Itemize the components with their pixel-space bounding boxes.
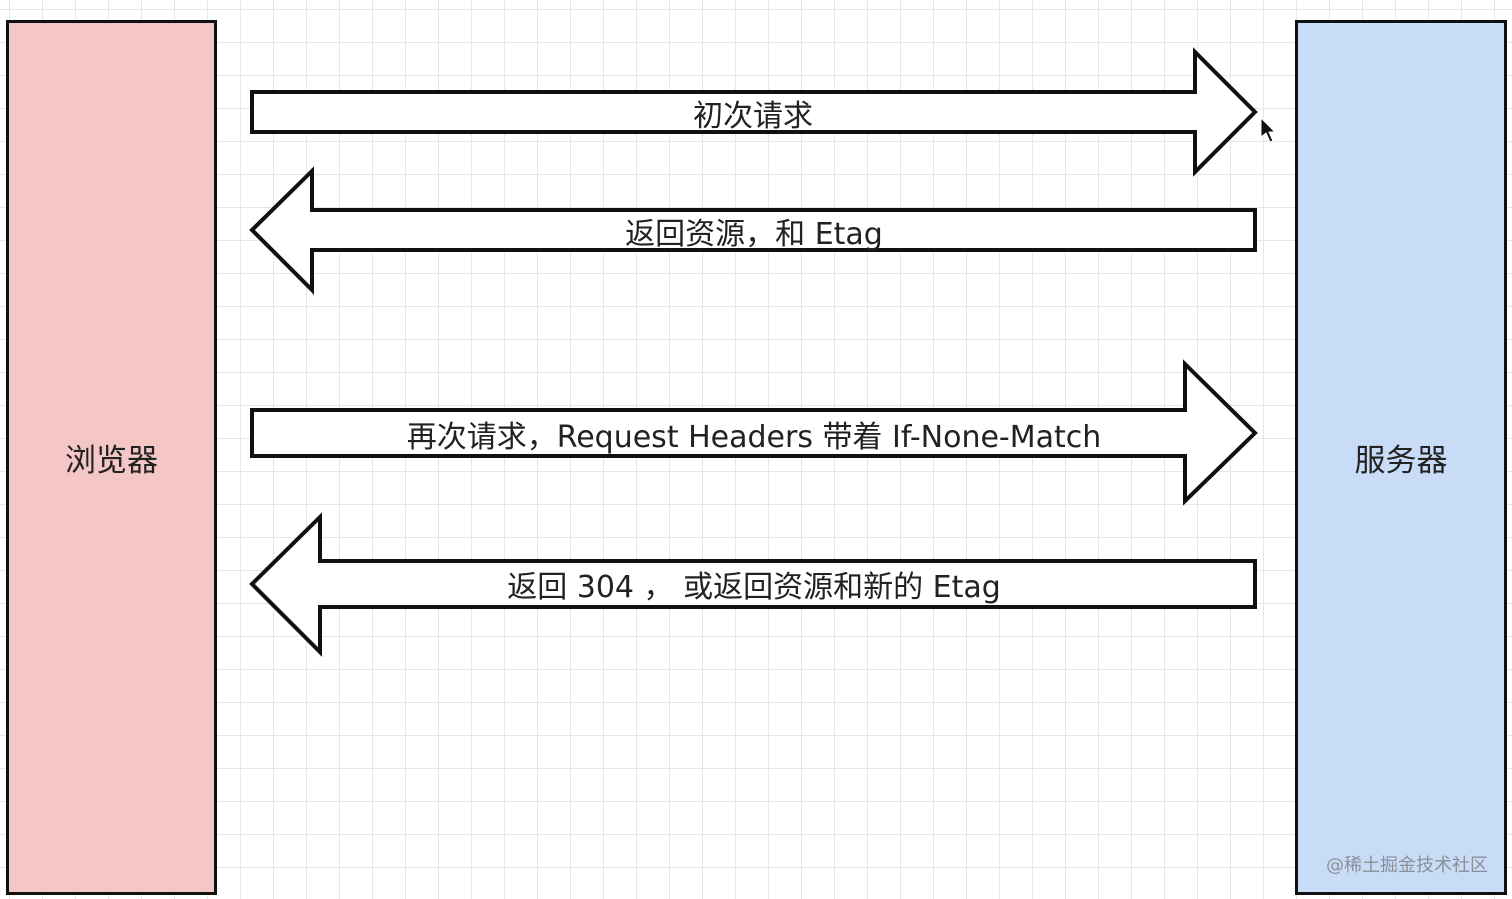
watermark: @稀土掘金技术社区 <box>1326 855 1488 876</box>
arrow-initial-request <box>250 47 1258 177</box>
browser-label: 浏览器 <box>65 443 158 479</box>
browser-node: 浏览器 <box>6 20 217 895</box>
arrow-return-304 <box>249 512 1257 657</box>
arrow-repeat-request <box>250 359 1258 506</box>
arrow-label-return-resource: 返回资源，和 Etag <box>625 217 883 252</box>
server-node: 服务器 <box>1295 20 1507 895</box>
mouse-cursor-icon <box>1260 116 1277 143</box>
server-label: 服务器 <box>1354 443 1448 479</box>
arrow-label-repeat-request: 再次请求，Request Headers 带着 If-None-Match <box>406 420 1102 455</box>
arrow-return-resource-etag <box>249 166 1257 295</box>
arrow-label-initial-request: 初次请求 <box>693 99 813 134</box>
arrow-label-return-304: 返回 304 ， 或返回资源和新的 Etag <box>507 570 1001 605</box>
